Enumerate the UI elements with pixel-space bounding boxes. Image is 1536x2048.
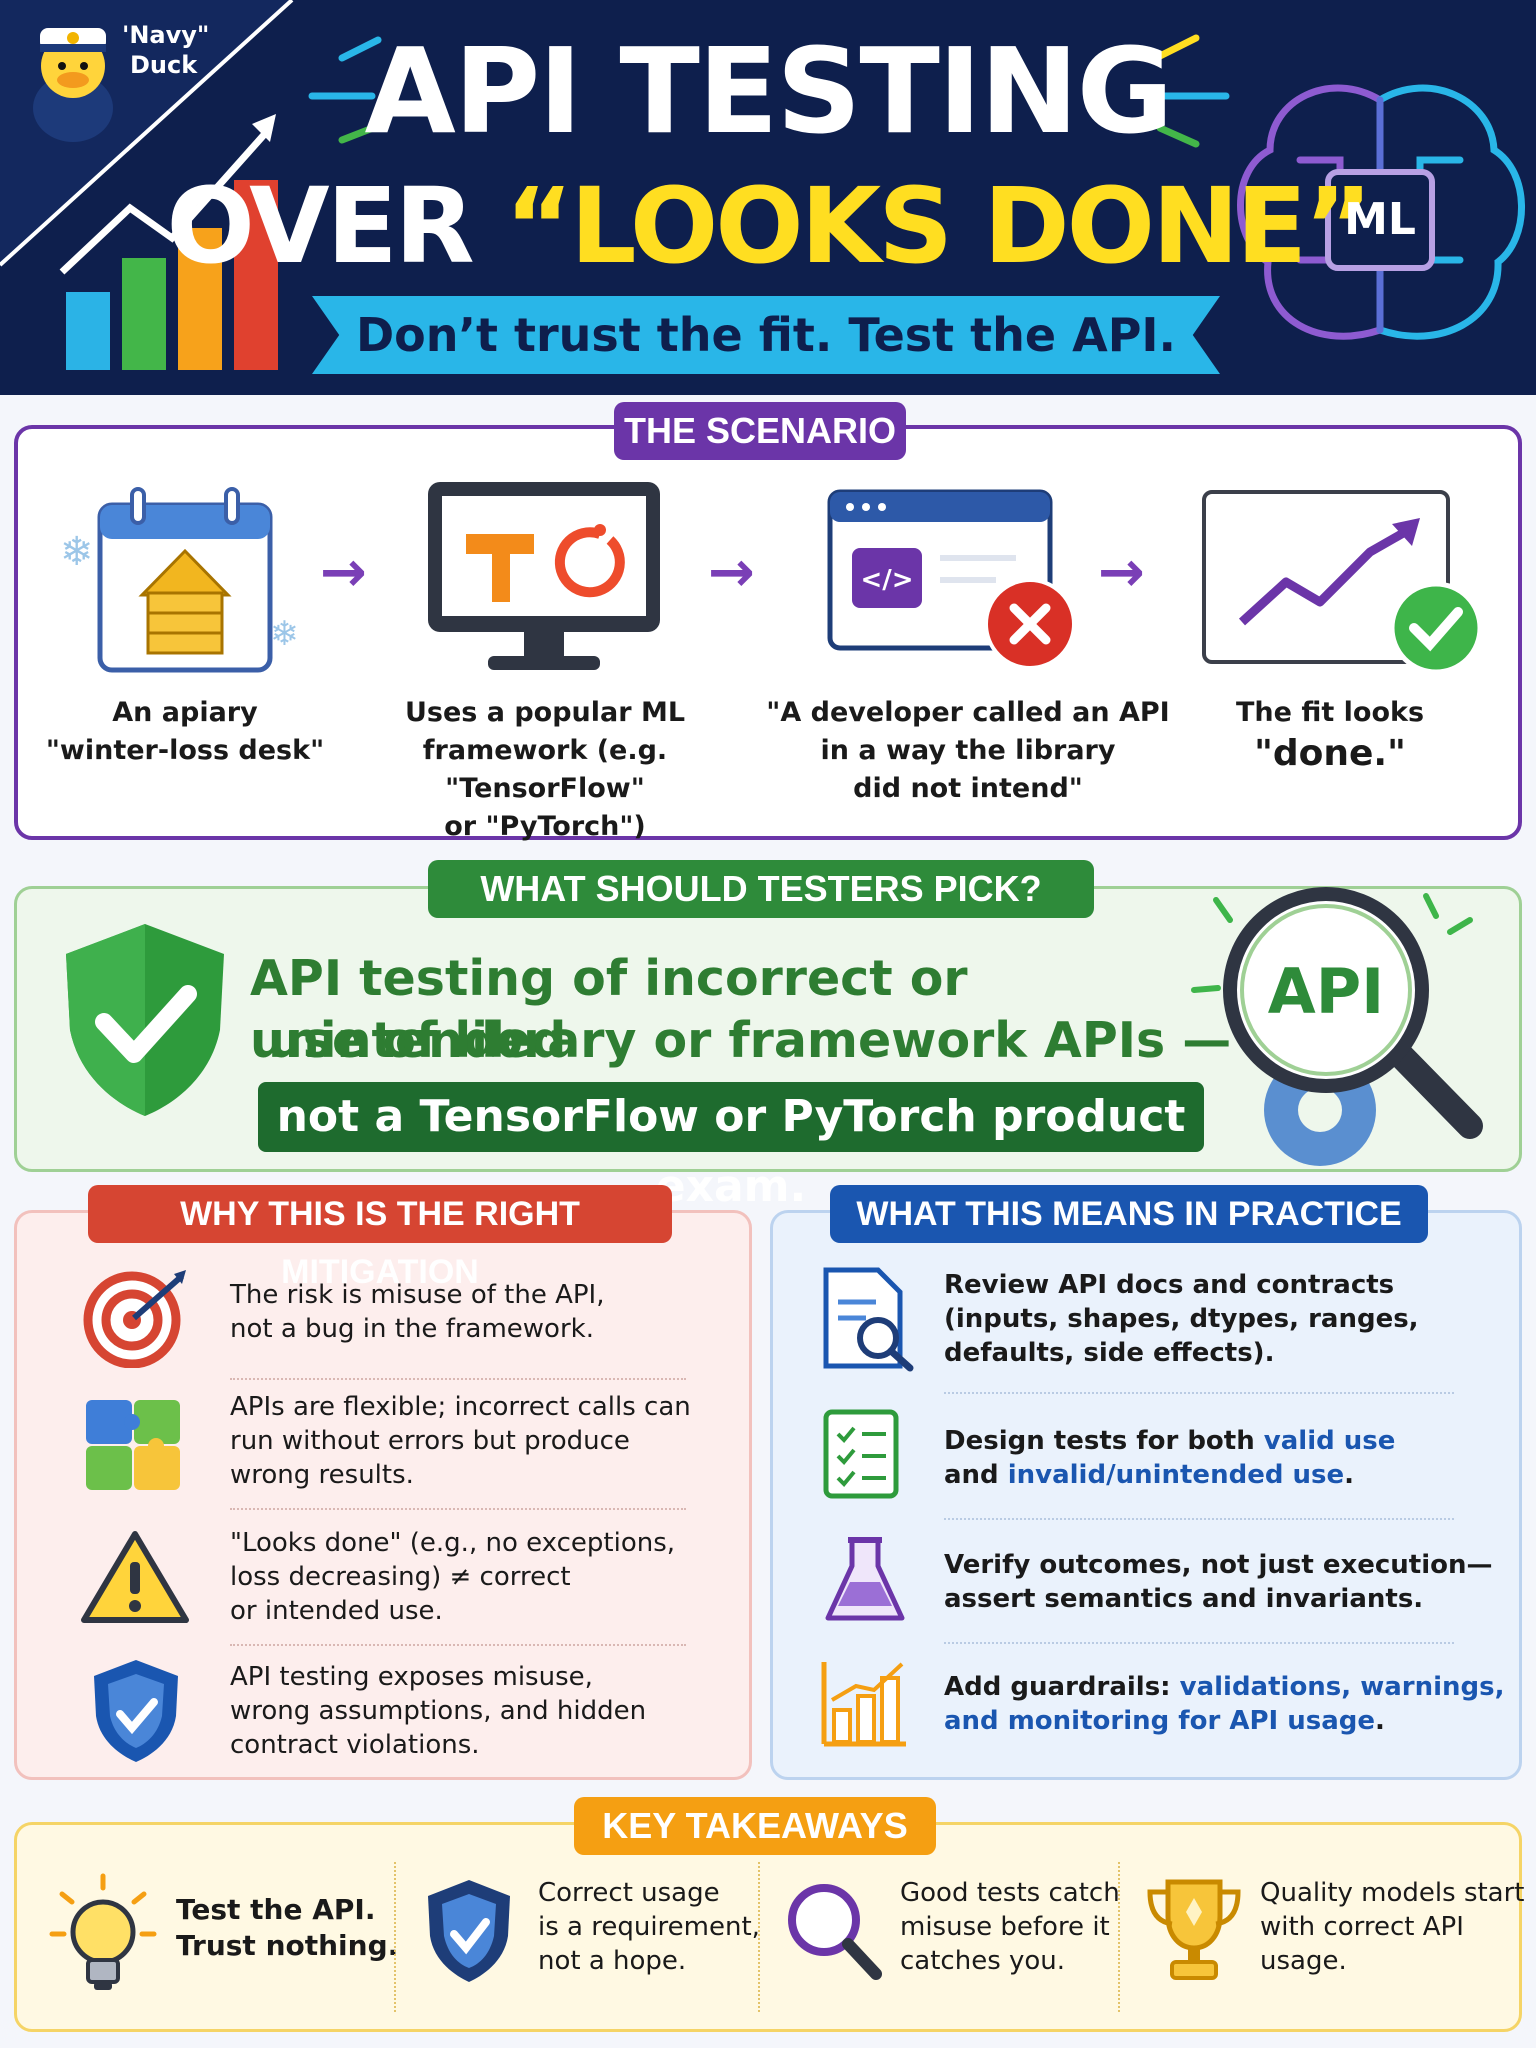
testers-answer-highlight: not a TensorFlow or PyTorch product exam…: [258, 1082, 1204, 1212]
divider: [944, 1642, 1454, 1644]
testers-answer-line: use of library or framework APIs —: [268, 1012, 1232, 1069]
divider: [394, 1862, 396, 2012]
magnifier-icon: [788, 1884, 882, 1980]
practice-item-text: Design tests for both valid use and inva…: [944, 1426, 1396, 1490]
shield-check-icon: [428, 1880, 510, 1982]
shield-check-icon: [66, 924, 224, 1116]
svg-text:❄: ❄: [60, 529, 94, 575]
why-heading: WHY THIS IS THE RIGHT MITIGATION: [88, 1185, 672, 1291]
api-label: API: [1267, 955, 1385, 1028]
svg-text:❄: ❄: [270, 614, 299, 654]
takeaways-heading: KEY TAKEAWAYS: [574, 1797, 936, 1855]
code-window-error-icon: </>: [827, 489, 1076, 670]
divider: [758, 1862, 760, 2012]
svg-text:</>: </>: [860, 565, 913, 595]
trophy-icon: [1147, 1879, 1241, 1980]
ml-frameworks-monitor-icon: [428, 482, 660, 670]
flask-icon: [825, 1537, 905, 1621]
page-title: API TESTING: [364, 22, 1174, 160]
practice-item-text: Add guardrails: validations, warnings, a…: [944, 1672, 1505, 1736]
scenario-step-caption: The fit looks"done.": [1235, 697, 1425, 774]
scenario-heading: THE SCENARIO: [614, 402, 906, 460]
header-background-art: [0, 0, 1525, 370]
mascot-label: 'Navy" Duck: [122, 21, 210, 79]
header: 'Navy" Duck API TESTING OVER “LOOKS DONE…: [0, 0, 1536, 395]
flow-arrow: →: [708, 540, 755, 605]
practice-heading: WHAT THIS MEANS IN PRACTICE: [830, 1185, 1428, 1243]
testers-heading: WHAT SHOULD TESTERS PICK?: [428, 860, 1094, 918]
warning-icon: [81, 1531, 189, 1623]
shield-check-icon: [94, 1660, 178, 1762]
practice-item-text: Review API docs and contracts(inputs, sh…: [944, 1270, 1419, 1368]
divider: [1118, 1862, 1120, 2012]
tagline-banner: [312, 296, 1220, 374]
document-search-icon: [823, 1267, 914, 1372]
divider: [230, 1378, 686, 1380]
api-magnifier-gear-icon: [1191, 887, 1483, 1166]
practice-item-text: Verify outcomes, not just execution—asse…: [944, 1550, 1493, 1614]
why-item-text: "Looks done" (e.g., no exceptions,loss d…: [230, 1528, 676, 1626]
why-item-text: The risk is misuse of the API,not a bug …: [230, 1280, 605, 1344]
checklist-icon: [823, 1409, 899, 1499]
page-subtitle: OVER “LOOKS DONE”: [166, 165, 1372, 287]
tagline-text: Don’t trust the fit. Test the API.: [355, 308, 1177, 362]
divider: [230, 1644, 686, 1646]
duck-mascot-icon: [33, 28, 113, 142]
divider: [944, 1518, 1454, 1520]
puzzle-icon: [86, 1400, 180, 1490]
divider: [944, 1392, 1454, 1394]
flow-arrow: →: [1098, 540, 1145, 605]
takeaway-text: Test the API.Trust nothing.: [176, 1893, 399, 1962]
divider: [230, 1508, 686, 1510]
flow-arrow: →: [320, 540, 367, 605]
chart-check-icon: [1202, 490, 1483, 674]
target-icon: [83, 1270, 186, 1368]
lightbulb-icon: [49, 1873, 157, 1990]
testers-answer-line: API testing of incorrect or unintended: [250, 950, 968, 1069]
bar-chart-icon: [821, 1662, 906, 1747]
beehive-calendar-icon: ❄ ❄: [60, 487, 299, 673]
ml-chip-icon: ML: [1344, 194, 1416, 245]
why-item-text: API testing exposes misuse,wrong assumpt…: [230, 1662, 647, 1760]
scenario-step-caption: An apiary"winter-loss desk": [45, 697, 325, 766]
